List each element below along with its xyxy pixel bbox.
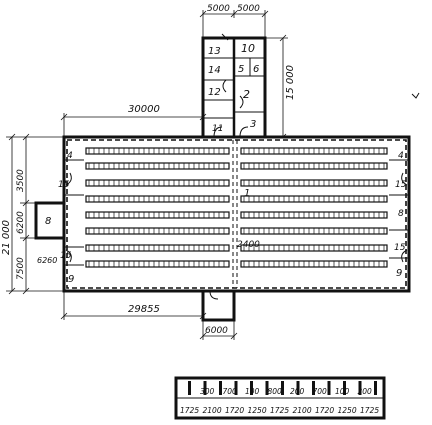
- cage-row: [240, 244, 388, 252]
- cage-row: [85, 260, 230, 268]
- wing-height-dimension: 15 000: [265, 34, 296, 141]
- strip-top-label: 700: [313, 387, 328, 396]
- bottom-wing: 6000: [199, 289, 238, 340]
- cage-row: [240, 147, 388, 155]
- strip-bottom-label: 1720: [315, 406, 334, 415]
- cage-row: [240, 260, 388, 268]
- dim-side-bottom: 7500: [16, 257, 26, 280]
- dim-hall-width: 30000: [128, 104, 160, 115]
- strip-post: [296, 381, 300, 395]
- strip-top-label: 200: [358, 387, 373, 396]
- strip-post: [234, 381, 238, 395]
- strip-top-label: 300: [200, 387, 215, 396]
- dim-bottom-wing: 6000: [205, 326, 228, 336]
- room-11: 11: [212, 124, 223, 134]
- cage-rows: [85, 147, 388, 268]
- strip-post: [312, 381, 315, 395]
- cage-row: [240, 195, 388, 203]
- cage-row: [85, 227, 230, 235]
- room-8-right: 8: [398, 209, 404, 219]
- strip-post: [203, 381, 207, 395]
- room-15-right-top: 15: [395, 180, 407, 190]
- cage-row: [240, 162, 388, 170]
- room-15-right-bottom: 15: [394, 243, 406, 253]
- cage-row: [85, 211, 230, 219]
- dim-bottom-offset: 29855: [128, 304, 160, 315]
- cage-row: [240, 227, 388, 235]
- room-5: 5: [238, 64, 244, 75]
- room-3: 3: [250, 119, 256, 130]
- strip-top-label: 800: [268, 387, 283, 396]
- dim-side-top: 3500: [16, 169, 26, 192]
- cage-row: [240, 211, 388, 219]
- strip-bottom-label: 1250: [338, 406, 357, 415]
- cage-row: [85, 195, 230, 203]
- room-4-left: 4: [67, 151, 73, 161]
- room-8-outer: 8: [45, 216, 51, 227]
- cage-row: [240, 179, 388, 187]
- room-15-left-bottom: 15: [60, 251, 72, 261]
- strip-post: [343, 381, 346, 395]
- strip-post: [265, 381, 269, 395]
- strip-bottom-label: 2100: [203, 406, 222, 415]
- dim-top-left: 5000: [207, 4, 230, 14]
- left-dimensions: 21 000 3500 6200 7500 6260: [1, 133, 64, 295]
- room-10: 10: [241, 42, 255, 55]
- hall-labels: 4 4 15 15 8 8 15 15 9 9 1 2400: [45, 151, 407, 285]
- dim-wing-height: 15 000: [285, 65, 296, 100]
- strip-top-label: 100: [335, 387, 350, 396]
- strip-post: [188, 381, 191, 395]
- strip-post: [327, 381, 331, 395]
- dim-vestibule: 6260: [37, 256, 57, 265]
- strip-top-label: 200: [290, 387, 305, 396]
- dim-hall-depth: 21 000: [1, 220, 12, 255]
- bottom-offset-dimension: 29855: [60, 291, 207, 320]
- cage-row: [85, 244, 230, 252]
- dim-center-spacing: 2400: [237, 240, 260, 250]
- corner-mark: [411, 92, 420, 99]
- strip-bottom-label: 1725: [180, 406, 199, 415]
- room-9-left: 9: [68, 274, 74, 285]
- strip-post: [219, 381, 222, 395]
- room-13: 13: [208, 46, 221, 57]
- room-12: 12: [208, 87, 221, 98]
- top-wing: [201, 33, 267, 139]
- dim-side-mid: 6200: [16, 211, 26, 234]
- strip-bottom-label: 1250: [248, 406, 267, 415]
- top-wing-labels: 13 10 14 5 6 12 2 11 3: [208, 42, 259, 134]
- room-6: 6: [253, 64, 259, 75]
- room-9-right: 9: [396, 268, 402, 279]
- room-1: 1: [244, 188, 250, 199]
- strip-post: [374, 381, 377, 395]
- dim-top-right: 5000: [237, 4, 260, 14]
- hall-width-dimension: 30000: [60, 104, 207, 140]
- room-4-right: 4: [398, 151, 404, 161]
- cage-row: [85, 179, 230, 187]
- top-dimensions: 5000 5000: [199, 4, 269, 40]
- room-14: 14: [208, 65, 221, 76]
- room-15-left-top: 15: [58, 180, 70, 190]
- strip-bottom-label: 1725: [270, 406, 289, 415]
- strip-post: [250, 381, 253, 395]
- cage-row: [85, 147, 230, 155]
- strip-top-label: 100: [245, 387, 260, 396]
- strip-bottom-label: 2100: [293, 406, 312, 415]
- left-compartments: [34, 159, 84, 266]
- right-compartments: [389, 159, 409, 263]
- strip-bottom-label: 1725: [360, 406, 379, 415]
- strip-bottom-label: 1720: [225, 406, 244, 415]
- room-2: 2: [243, 88, 250, 101]
- cage-row: [85, 162, 230, 170]
- strip-post: [281, 381, 284, 395]
- strip-post: [358, 381, 362, 395]
- strip-top-label: 700: [223, 387, 238, 396]
